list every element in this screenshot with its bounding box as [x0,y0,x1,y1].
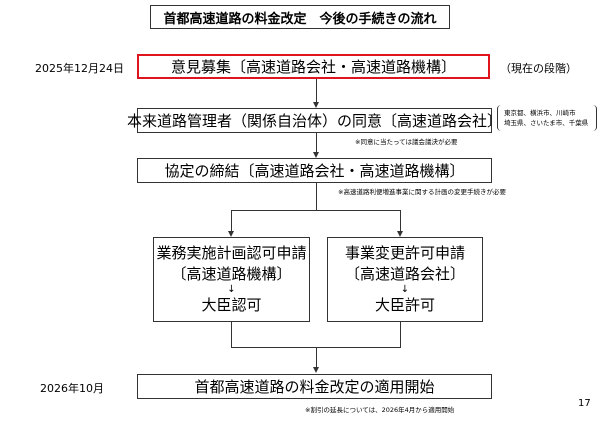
step-company-permission: 事業変更許可申請 〔高速道路会社〕 ↓ 大臣許可 [327,237,483,322]
municipalities-line-2: 埼玉県、さいたま市、千葉県 [504,119,589,127]
arrow-down-icon [228,231,234,237]
connector [231,210,232,232]
date-2025: 2025年12月24日 [35,62,124,75]
arrow-down-icon [397,231,403,237]
step-organization-approval: 業務実施計画認可申請 〔高速道路機構〕 ↓ 大臣認可 [153,237,310,322]
right-line-3: 大臣許可 [374,296,435,314]
right-line-1: 事業変更許可申請 [344,244,465,262]
page-number: 17 [578,398,591,409]
connector [231,322,232,347]
arrow-down-icon [313,102,319,108]
municipalities-line-1: 東京都、横浜市、川崎市 [504,109,576,117]
step-public-comment: 意見募集〔高速道路会社・高速道路機構〕 [137,54,490,79]
municipalities-list: 東京都、横浜市、川崎市 埼玉県、さいたま市、千葉県 [497,105,597,131]
agreement-note: ※高速道路利便増進事業に関する計画の変更手続きが必要 [338,188,506,196]
left-line-3: 大臣認可 [201,296,262,314]
branch-line [231,210,401,211]
right-line-2: 〔高速道路会社〕 [344,265,465,283]
arrow-down-icon: ↓ [227,284,236,295]
consent-note: ※同意に当たっては議会議決が必要 [355,138,458,146]
current-stage-label: （現在の段階） [500,62,577,75]
arrow-down-icon [313,367,319,373]
arrow-down-icon [313,152,319,158]
left-line-1: 業務実施計画認可申請 [156,244,307,262]
left-line-2: 〔高速道路機構〕 [171,265,292,283]
step-consent: 本来道路管理者（関係自治体）の同意〔高速道路会社〕 [127,108,502,133]
date-2026: 2026年10月 [40,382,104,395]
connector [400,210,401,232]
connector [316,133,317,153]
step-agreement: 協定の締結〔高速道路会社・高速道路機構〕 [137,158,492,183]
arrow-down-icon: ↓ [400,284,410,295]
slide-title: 首都高速道路の料金改定 今後の手続きの流れ [150,5,450,29]
connector [316,183,317,210]
step-application-start: 首都高速道路の料金改定の適用開始 [137,374,492,399]
connector [316,79,317,103]
connector [400,322,401,347]
connector [316,347,317,368]
discount-note: ※割引の延長については、2026年4月から適用開始 [305,406,455,414]
